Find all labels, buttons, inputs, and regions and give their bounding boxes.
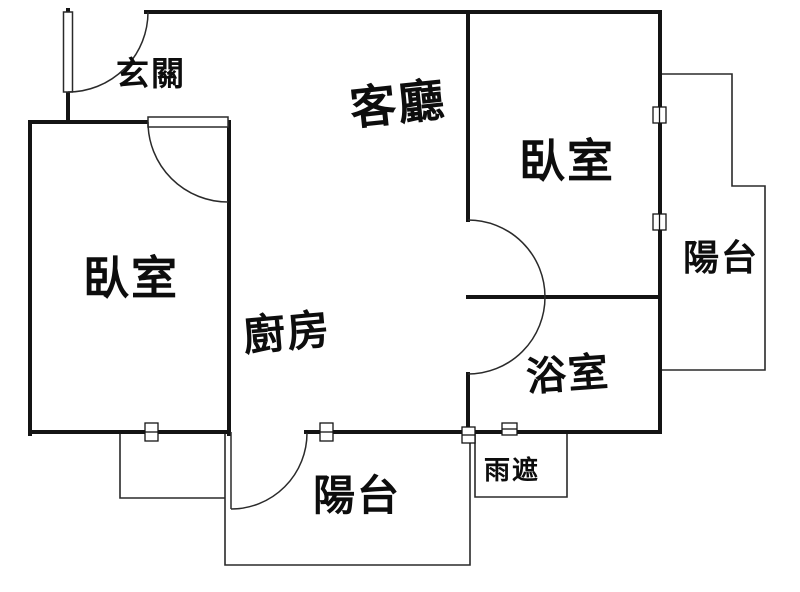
outdoor-outlines [119,73,766,566]
room-label-bedroom-right: 臥室 [519,134,615,188]
entry-door-swing-arc [67,11,149,93]
room-labels: 玄關 客廳 臥室 陽台 臥室 廚房 浴室 雨遮 陽台 [83,54,759,520]
doors [62,11,546,510]
room-label-kitchen: 廚房 [241,304,333,360]
room-label-rain-shelter: 雨遮 [484,455,540,486]
bathroom-door-swing-arc [467,296,546,375]
bedroom-left-door-swing-arc [147,121,229,203]
rain-shelter-outline [474,434,568,498]
window-icon [652,106,667,124]
balcony-door-swing-arc [230,432,308,510]
ledge-outline [119,434,225,499]
window-icon [652,213,667,231]
room-label-bedroom-left: 臥室 [83,251,179,305]
room-label-living-room: 客廳 [347,72,448,136]
balcony-bottom-outline [224,434,471,566]
window-icon [319,422,334,442]
room-label-bathroom: 浴室 [525,349,612,401]
wall-bedroom-left [28,120,148,436]
room-label-balcony-right: 陽台 [683,238,759,279]
bedroom-right-door-swing-arc [467,219,546,298]
walls [28,8,662,436]
entry-door-leaf [62,11,74,93]
bedroom-left-door-leaf [147,116,229,128]
room-label-entrance: 玄關 [116,54,186,93]
window-icon [501,422,518,436]
balcony-right-outline [661,73,766,371]
windows [144,106,667,444]
window-icon [144,422,159,442]
window-icon [461,426,476,444]
room-label-balcony-bottom: 陽台 [313,471,401,520]
